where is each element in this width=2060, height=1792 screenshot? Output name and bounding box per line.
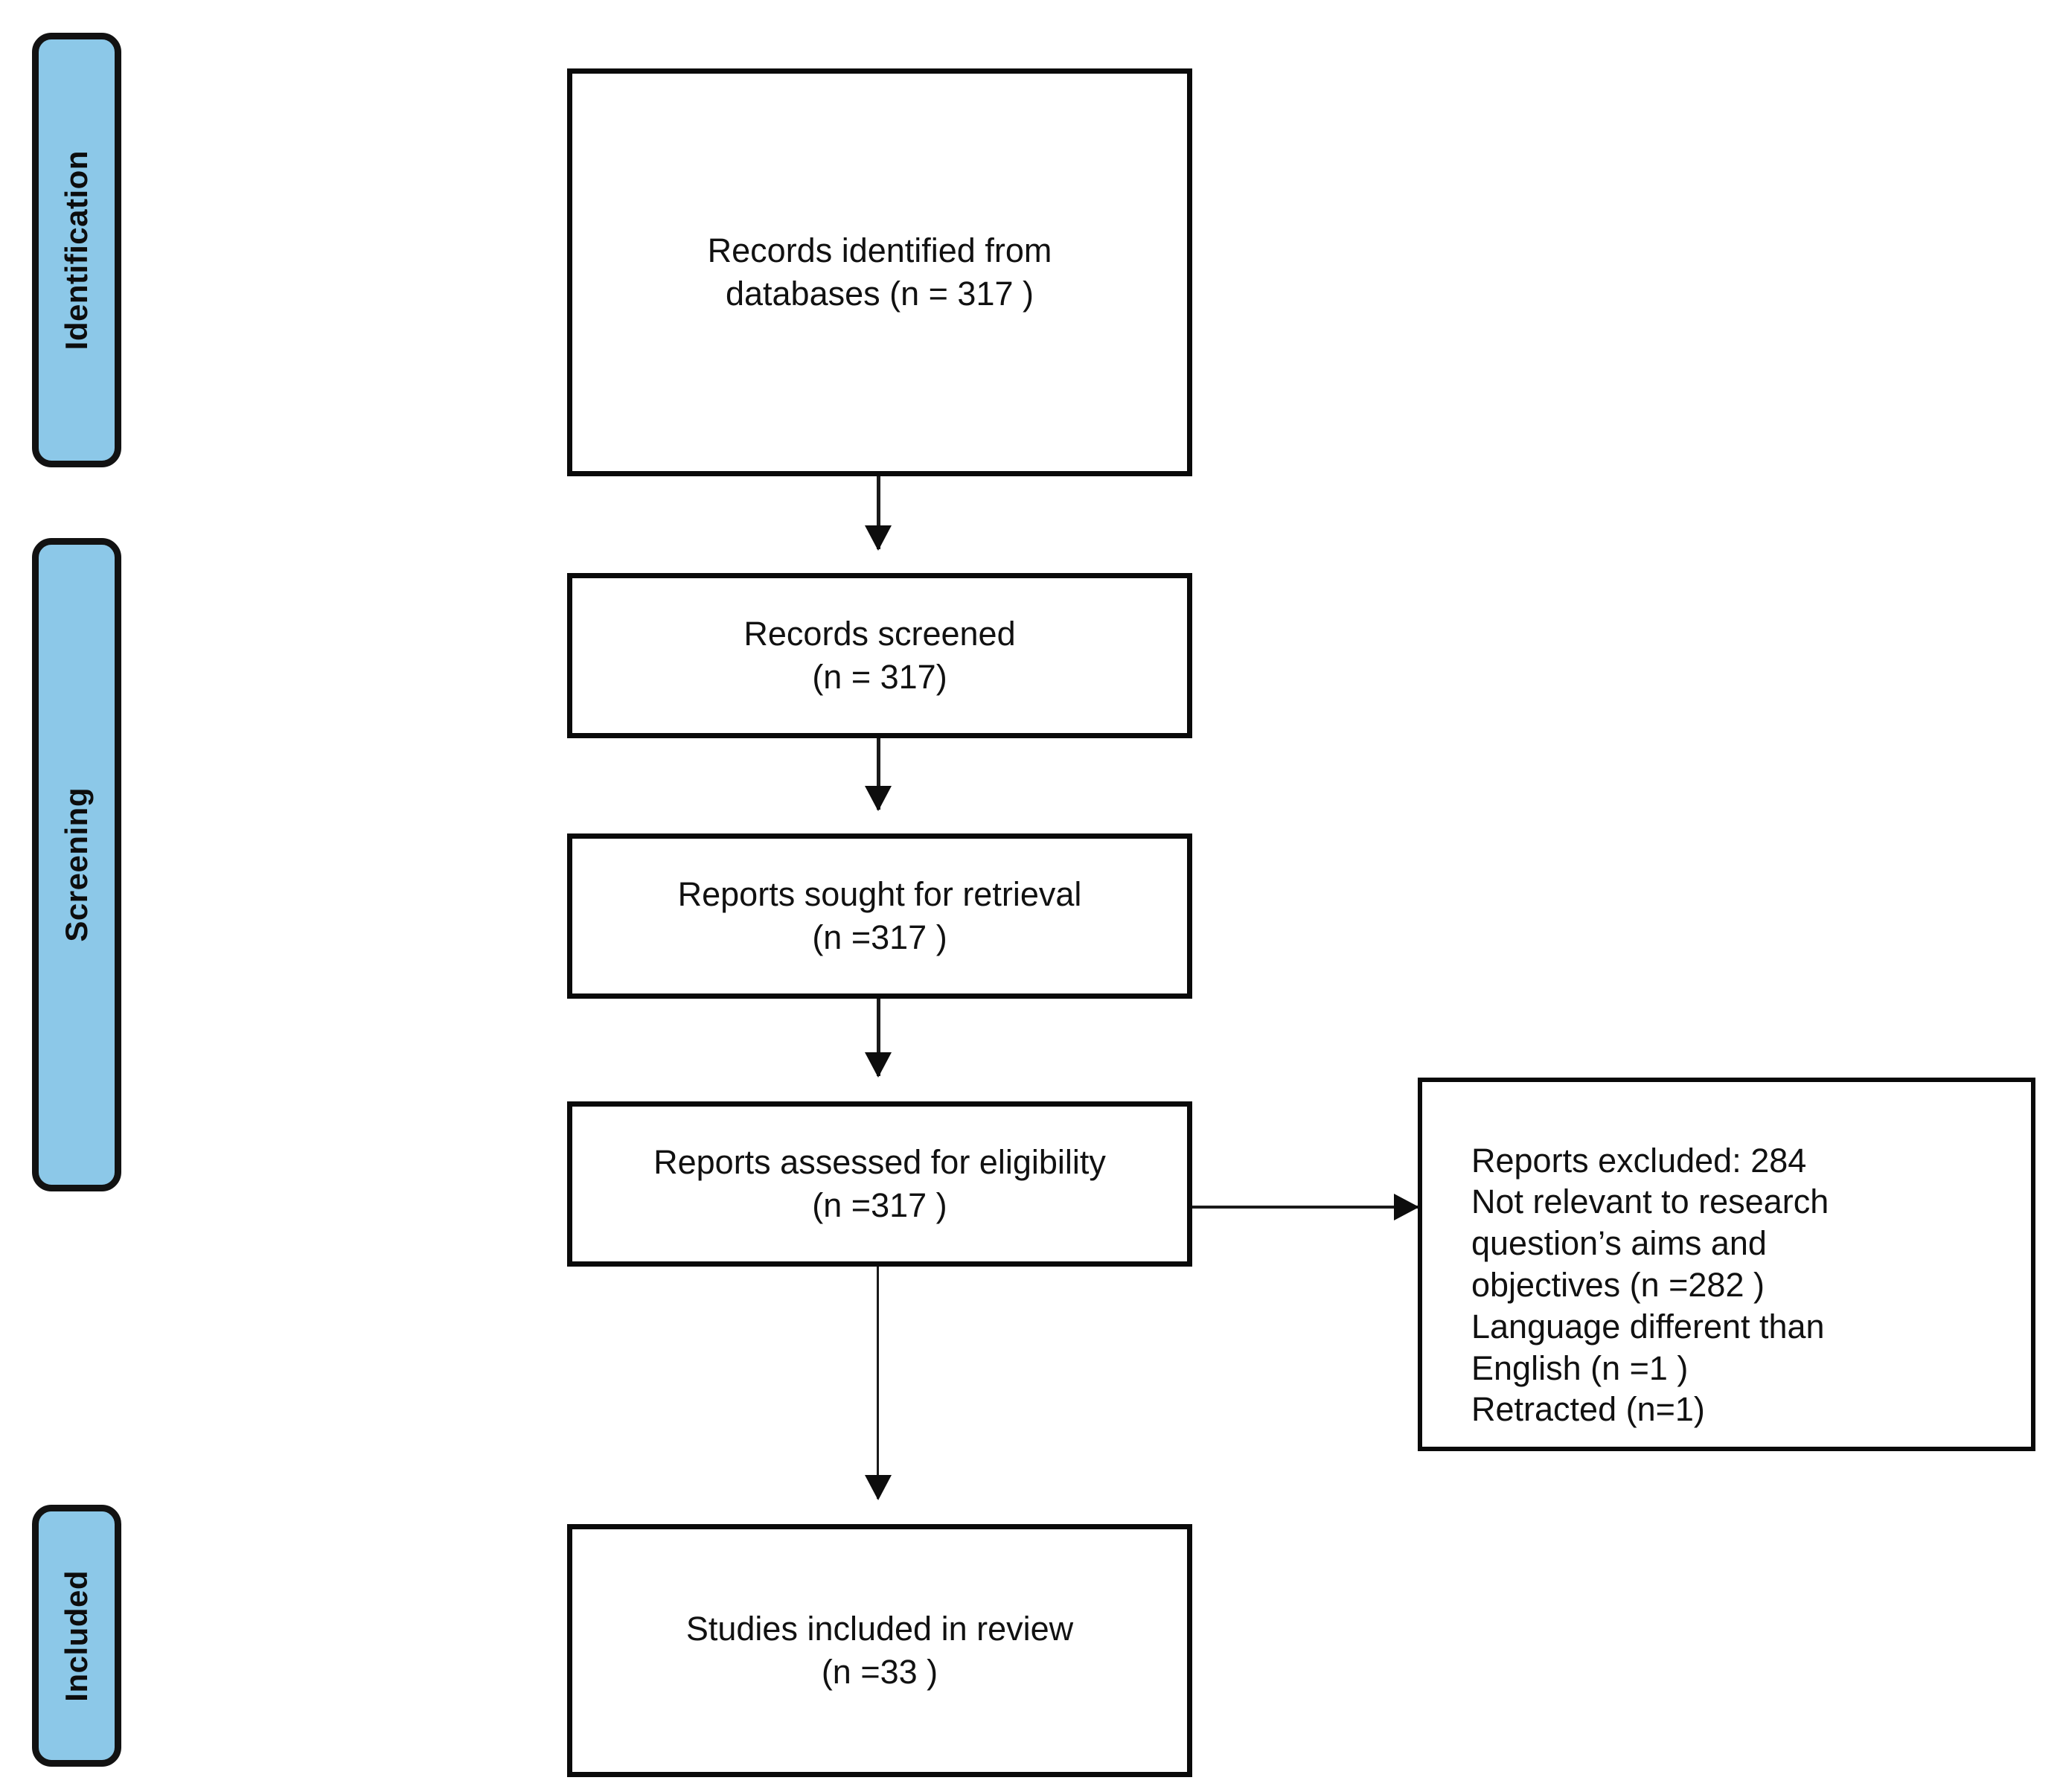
- box-reports-assessed: Reports assessed for eligibility (n =317…: [567, 1101, 1192, 1267]
- stage-pill-included: Included: [32, 1505, 121, 1767]
- box-reports-sought: Reports sought for retrieval (n =317 ): [567, 833, 1192, 999]
- arrow-assessed-to-excluded: [1192, 1194, 1419, 1220]
- box-records-identified: Records identified from databases (n = 3…: [567, 68, 1192, 476]
- box-reports-excluded-reasons: Not relevant to research question’s aims…: [1471, 1183, 1829, 1429]
- stage-label-screening: Screening: [59, 787, 94, 942]
- box-records-screened-text: Records screened (n = 317): [743, 615, 1016, 696]
- arrow-shaft: [1192, 1206, 1418, 1209]
- box-studies-included: Studies included in review (n =33 ): [567, 1524, 1192, 1777]
- stage-pill-identification: Identification: [32, 33, 121, 467]
- arrow-head-down-icon: [865, 525, 892, 551]
- stage-label-identification: Identification: [59, 150, 94, 351]
- arrow-head-down-icon: [865, 786, 892, 811]
- stage-pill-screening: Screening: [32, 538, 121, 1191]
- box-reports-sought-text: Reports sought for retrieval (n =317 ): [677, 875, 1082, 956]
- arrow-head-down-icon: [865, 1052, 892, 1078]
- box-reports-assessed-text: Reports assessed for eligibility (n =317…: [653, 1143, 1106, 1224]
- arrow-head-right-icon: [1394, 1194, 1419, 1220]
- arrow-shaft: [877, 738, 880, 810]
- box-studies-included-text: Studies included in review (n =33 ): [685, 1610, 1074, 1691]
- arrow-head-down-icon: [865, 1475, 892, 1500]
- arrow-shaft: [877, 1267, 879, 1499]
- arrow-shaft: [877, 476, 880, 549]
- box-reports-excluded-title: Reports excluded: 284: [1471, 1141, 1807, 1180]
- box-records-identified-text: Records identified from databases (n = 3…: [707, 231, 1052, 313]
- arrow-shaft: [877, 999, 880, 1076]
- stage-label-included: Included: [59, 1569, 94, 1702]
- box-records-screened: Records screened (n = 317): [567, 573, 1192, 738]
